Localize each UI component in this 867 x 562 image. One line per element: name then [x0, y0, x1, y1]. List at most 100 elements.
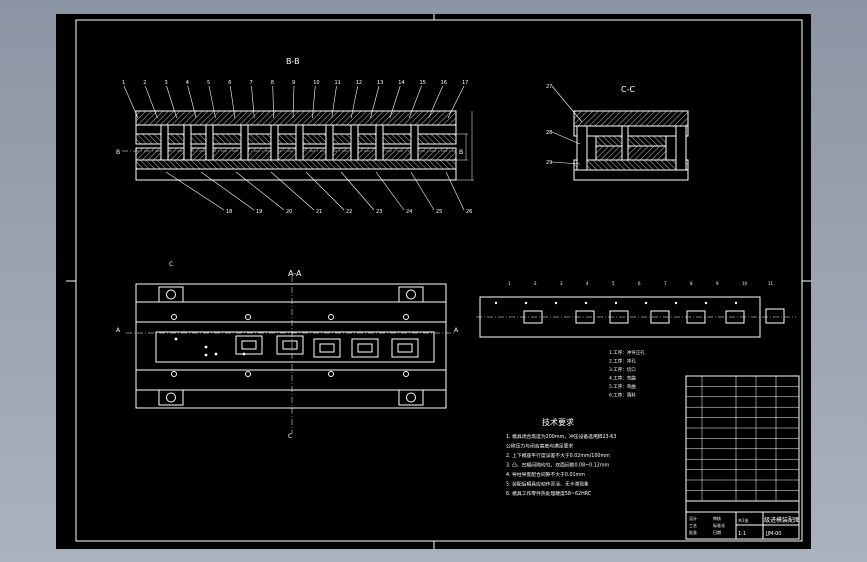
- title-block-label: 设计: [689, 515, 697, 521]
- part-number-label: 27: [546, 84, 552, 90]
- die-station: [276, 335, 304, 355]
- part-number-label: 5: [207, 80, 210, 86]
- strip-station: [523, 310, 543, 324]
- pilot-hole: [584, 301, 588, 305]
- punch-post: [205, 124, 214, 161]
- tech-item: 3. 凸、凹模间隙均匀，双面间隙0.08~0.12mm: [506, 462, 610, 469]
- leader-line: [144, 85, 158, 119]
- strip-station-label: 1: [508, 281, 511, 286]
- tech-item: 6. 模具工作零件热处理硬度58~62HRC: [506, 490, 592, 497]
- screw-hole: [328, 314, 334, 320]
- leader-line: [292, 85, 295, 119]
- strip-station-label: 2: [534, 281, 537, 286]
- die-station: [235, 335, 263, 355]
- pilot-hole: [174, 337, 178, 341]
- cut-b-left: B: [116, 149, 120, 156]
- drawing-sheet-count: 共1张: [738, 517, 749, 523]
- c-bottom-plate: [573, 169, 689, 181]
- tech-item: 2. 上下模座平行度误差不大于0.02mm/100mm: [506, 452, 610, 459]
- leader-line: [350, 85, 359, 119]
- part-number-label: 7: [250, 80, 253, 86]
- screw-hole: [245, 371, 251, 377]
- leader-line: [410, 171, 435, 211]
- pilot-hole: [734, 301, 738, 305]
- leader-line: [331, 85, 337, 119]
- bom-table: [685, 375, 800, 540]
- part-number-label: 22: [346, 209, 352, 215]
- cut-c-top: C: [169, 261, 173, 268]
- section-b-title: B-B: [286, 57, 300, 66]
- cut-a-left: A: [116, 327, 121, 334]
- punch-post: [410, 124, 419, 161]
- part-number-label: 25: [436, 209, 442, 215]
- punch-post: [375, 124, 384, 161]
- part-number-label: 19: [256, 209, 262, 215]
- leader-line: [251, 85, 255, 119]
- strip-station: [609, 310, 629, 324]
- strip-note: 5.工序：弯曲: [609, 383, 636, 390]
- part-number-label: 3: [165, 80, 168, 86]
- part-number-label: 17: [462, 80, 468, 86]
- leader-line: [375, 171, 405, 211]
- leader-line: [200, 171, 255, 211]
- strip-station-label: 5: [612, 281, 615, 286]
- title-block: 级进模装配图 JJM-00 1:1 共1张 设计审核工艺标准化批准日期: [685, 375, 800, 540]
- bottom-plate: [135, 168, 457, 181]
- part-number-label: 16: [441, 80, 447, 86]
- leader-line: [389, 85, 401, 119]
- leader-line: [340, 171, 375, 211]
- pilot-hole: [614, 301, 618, 305]
- pilot-hole: [214, 352, 218, 356]
- strip-station-label: 3: [560, 281, 563, 286]
- c-die: [595, 145, 667, 161]
- section-a-view[interactable]: A-A C C A A: [116, 261, 459, 440]
- tech-requirements: 技术要求 1. 模具闭合高度为200mm，冲压设备选用JB23-63 公称压力与…: [506, 417, 616, 497]
- strip-station-label: 9: [716, 281, 719, 286]
- guide-bushing-bore: [406, 289, 416, 300]
- strip-note: 2.工序：冲孔: [609, 358, 636, 365]
- screw-hole: [245, 314, 251, 320]
- tech-item: 1. 模具闭合高度为200mm，冲压设备选用JB23-63: [506, 433, 616, 440]
- section-a-title: A-A: [288, 269, 302, 278]
- part-number-label: 15: [420, 80, 426, 86]
- part-number-label: 10: [313, 80, 319, 86]
- title-block-label: 日期: [713, 529, 721, 535]
- leader-line: [408, 85, 422, 119]
- c-top-plate: [573, 110, 689, 127]
- screw-hole: [403, 371, 409, 377]
- c-guide-post-right: [675, 125, 687, 171]
- c-guide-post-left: [576, 125, 588, 171]
- punch-post: [350, 124, 359, 161]
- pilot-hole: [704, 301, 708, 305]
- drawing-frame: [66, 14, 811, 549]
- cut-c-bottom: C: [288, 433, 292, 440]
- section-c-title: C-C: [621, 85, 635, 94]
- strip-note: 1.工序：冲导正孔: [609, 349, 645, 356]
- screw-hole: [328, 371, 334, 377]
- title-block-label: 批准: [689, 529, 697, 535]
- punch-post: [270, 124, 279, 161]
- punch-post: [160, 124, 169, 161]
- die-opening: [397, 343, 413, 353]
- strip-station-label: 10: [742, 281, 748, 286]
- leader-line: [447, 85, 465, 119]
- drawing-name: 级进模装配图: [764, 516, 800, 524]
- part-number-label: 14: [398, 80, 404, 86]
- title-block-label: 审核: [713, 515, 721, 521]
- part-number-label: 2: [143, 80, 146, 86]
- part-number-label: 20: [286, 209, 292, 215]
- leader-line: [272, 85, 274, 119]
- pilot-hole: [554, 301, 558, 305]
- guide-bushing: [398, 389, 424, 406]
- part-number-label: 12: [356, 80, 362, 86]
- a-outline: [135, 283, 447, 409]
- strip-note: 4.工序：弯曲: [609, 375, 636, 382]
- title-block-label: 标准化: [713, 522, 725, 528]
- c-punch: [621, 125, 629, 161]
